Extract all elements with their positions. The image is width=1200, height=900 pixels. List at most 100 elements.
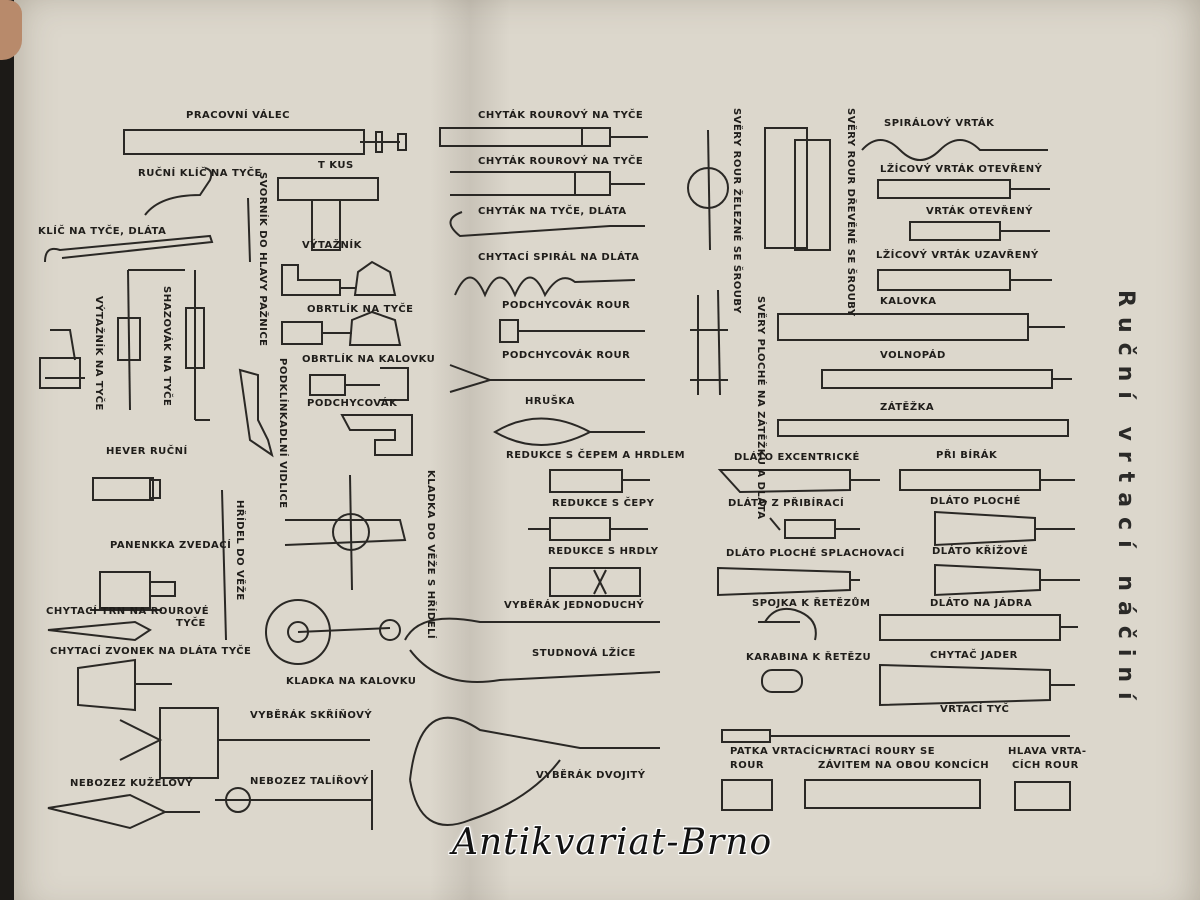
rod-catcher-hook-drawing xyxy=(449,211,645,238)
label-t-piece: T KUS xyxy=(318,160,354,171)
cone-auger-drawing xyxy=(47,793,200,830)
catch-spiral-drawing xyxy=(454,276,636,298)
catcher-small-drawing xyxy=(340,414,413,456)
label-drill-pipes-1: VRTACÍ ROURY SE xyxy=(828,746,936,757)
label-reduction-pin-socket: REDUKCE S ČEPEM A HRDLEM xyxy=(506,450,686,461)
label-eccentric-chisel: DLÁTO EXCENTRICKÉ xyxy=(734,452,860,463)
drill-rod-drawing xyxy=(721,729,1070,743)
label-flat-chisel: DLÁTO PLOCHÉ xyxy=(930,496,1021,507)
label-pipe-support-1: PODCHYCOVÁK ROUR xyxy=(502,300,631,311)
reduction-pins-drawing xyxy=(528,517,648,541)
label-catch-bell: CHYTACÍ ZVONEK NA DLÁTA TYČE xyxy=(50,646,252,657)
page-gutter-shadow xyxy=(430,0,510,900)
lifting-doll-drawing xyxy=(90,571,176,611)
box-bailer-drawing xyxy=(119,707,370,779)
spiral-drill-drawing xyxy=(861,139,1048,161)
label-pipe-shoe-2: ROUR xyxy=(730,760,765,771)
label-drill-pipes-2: ZÁVITEM NA OBOU KONCÍCH xyxy=(818,760,990,771)
pipe-catch-spear-drawing xyxy=(47,620,152,642)
drill-pipes-drawing xyxy=(804,779,981,809)
label-rod-catcher: CHYTÁK NA TYČE, DLÁTA xyxy=(478,206,627,217)
label-spoon-drill-open: LŽÍCOVÝ VRTÁK OTEVŘENÝ xyxy=(880,164,1043,175)
label-chain-coupling: SPOJKA K ŘETĚZŮM xyxy=(752,598,871,609)
label-pipe-catcher-2: CHYTÁK ROUROVÝ NA TYČE xyxy=(478,156,644,167)
plate-auger-drawing xyxy=(215,770,373,830)
core-catcher-drawing xyxy=(879,663,1075,707)
label-swivel-bailer: OBRTLÍK NA KALOVKU xyxy=(302,354,436,365)
cross-chisel-drawing xyxy=(934,563,1080,597)
bailer-pulley-drawing xyxy=(265,599,401,665)
label-rod-knocker: SHAZOVÁK NA TYČE xyxy=(161,286,172,407)
label-flat-clamps: SVĚRY PLOCHÉ NA ZÁTĚŽKU A DLÁTA xyxy=(755,296,766,520)
wedge-fork-drawing xyxy=(238,368,274,458)
key-rods-drawing xyxy=(44,234,214,263)
watermark: Antikvariat-Brno xyxy=(452,822,773,863)
label-reduction-pins: REDUKCE S ČEPY xyxy=(552,498,655,509)
core-chisel-drawing xyxy=(879,614,1078,641)
swivel-bailer-drawing xyxy=(309,367,409,401)
label-reamer: PŘI BÍRÁK xyxy=(936,450,998,461)
clamp-drawing xyxy=(39,329,85,389)
pipe-support-2-drawing xyxy=(449,364,645,393)
eccentric-chisel-drawing xyxy=(717,469,880,494)
label-extractor: VÝTAŽNÍK xyxy=(302,240,362,251)
swivel-rods-drawing xyxy=(281,310,402,346)
tower-pulley-drawing xyxy=(284,474,407,591)
simple-bailer-drawing xyxy=(404,617,660,641)
label-carabiner: KARABINA K ŘETĚZU xyxy=(746,652,872,663)
label-tower-shaft: HŘÍDEL DO VĚŽE xyxy=(234,500,245,601)
label-spoon-drill-closed: LŽÍCOVÝ VRTÁK UZAVŘENÝ xyxy=(876,250,1039,261)
reduction-sockets-drawing xyxy=(549,567,641,597)
label-bailer: KALOVKA xyxy=(880,296,937,307)
open-drill-drawing xyxy=(909,221,1050,241)
free-fall-drawing xyxy=(821,369,1072,389)
catch-bell-drawing xyxy=(77,658,172,712)
label-catch-spear-1: CHYTACÍ TRN NA ROUROVÉ xyxy=(46,606,210,617)
label-key-rods: KLÍČ NA TYČE, DLÁTA xyxy=(38,226,167,237)
label-cross-chisel: DLÁTO KŘÍŽOVÉ xyxy=(932,546,1029,557)
chain-carabiner-drawing xyxy=(761,669,803,693)
reaming-chisel-drawing xyxy=(769,517,860,539)
label-catch-spear-2: TYČE xyxy=(176,618,206,629)
double-bailer-drawing xyxy=(409,716,660,826)
label-pipe-head-1: HLAVA VRTA- xyxy=(1008,746,1087,757)
rod-knocker-drawing xyxy=(185,270,210,421)
label-rod-extractor: VÝTAŽNÍK NA TYČE xyxy=(93,296,104,411)
finger xyxy=(0,0,22,60)
label-hand-key: RUČNÍ KLÍČ NA TYČE xyxy=(138,168,262,179)
label-box-bailer: VYBĚRÁK SKŘÍŇOVÝ xyxy=(250,710,373,721)
label-wedge-fork: PODKLÍNKADLNÍ VIDLICE xyxy=(277,358,288,509)
label-well-spoon: STUDNOVÁ LŽÍCE xyxy=(532,648,636,659)
label-cone-auger: NEBOZEZ KUŽELOVÝ xyxy=(70,778,194,789)
page-title: Ruční vrtací náčiní xyxy=(1113,290,1138,710)
label-bailer-pulley: KLADKA NA KALOVKU xyxy=(286,676,417,687)
label-working-cylinder: PRACOVNÍ VÁLEC xyxy=(186,110,290,121)
label-core-chisel: DLÁTO NA JÁDRA xyxy=(930,598,1033,609)
hand-key-drawing xyxy=(144,167,213,216)
pear-drawing xyxy=(493,417,645,446)
well-spoon-drawing xyxy=(409,649,661,683)
label-pear: HRUŠKA xyxy=(525,396,575,407)
label-reaming-chisel: DLÁTO Z PŘIBÍRACÍ xyxy=(728,498,845,509)
t-piece-drawing xyxy=(277,177,379,251)
pipe-catcher-1-drawing xyxy=(439,127,648,147)
reduction-pin-socket-drawing xyxy=(549,469,650,493)
label-lifting-doll: PANENKKA ZVEDACÍ xyxy=(110,540,232,551)
wood-pipe-clamps-drawing xyxy=(764,127,831,251)
label-wood-pipe-clamps: SVĚRY ROUR DŘEVĚNÉ SE ŠROUBY xyxy=(845,108,856,317)
label-hand-jack: HEVER RUČNÍ xyxy=(106,446,188,457)
rod-extractor-drawing xyxy=(117,269,185,411)
label-reduction-sockets: REDUKCE S HRDLY xyxy=(548,546,659,557)
flush-chisel-drawing xyxy=(717,566,860,597)
label-catch-spiral: CHYTACÍ SPIRÁL NA DLÁTA xyxy=(478,252,640,263)
working-cylinder-drawing xyxy=(123,129,407,155)
pipe-catcher-2-drawing xyxy=(450,171,645,196)
iron-pipe-clamps-drawing xyxy=(687,129,729,251)
flat-chisel-drawing xyxy=(934,510,1075,547)
label-iron-pipe-clamps: SVĚRY ROUR ŽELEZNÉ SE ŠROUBY xyxy=(731,108,742,314)
label-free-fall: VOLNOPÁD xyxy=(880,350,946,361)
spoon-drill-open-drawing xyxy=(877,179,1050,199)
pipe-head-drawing xyxy=(1014,781,1071,811)
